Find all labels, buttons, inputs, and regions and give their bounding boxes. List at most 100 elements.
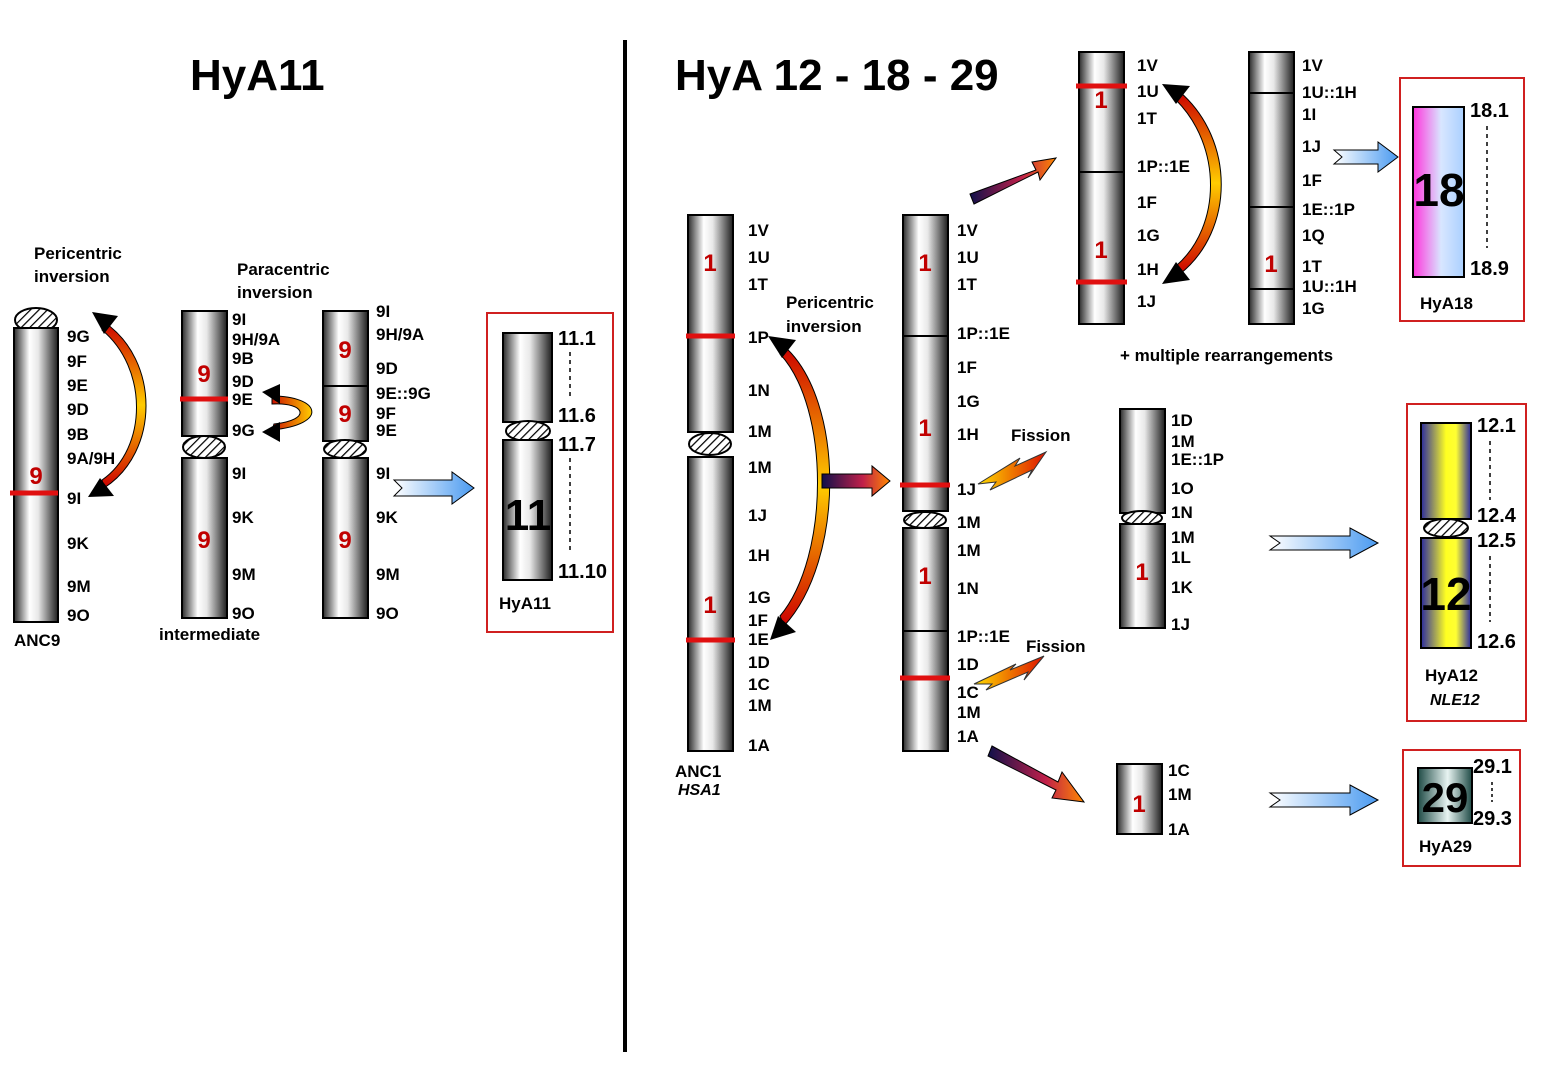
chromosome-number: 1	[1135, 559, 1148, 586]
band-label: 1C	[1168, 761, 1190, 780]
hya29-chromosome: 29	[1417, 767, 1473, 824]
band-label: 1M	[957, 513, 981, 532]
intermediate-chromosome: 9 9	[180, 310, 228, 619]
band-label: 1M	[957, 703, 981, 722]
hya12-chromosome: 12	[1420, 422, 1472, 649]
chromosome-number: 9	[197, 527, 210, 554]
anc9-chromosome: 9	[10, 307, 59, 623]
band-label: 1M	[1168, 785, 1192, 804]
pericentric-label-line1-right: Pericentric	[786, 293, 874, 312]
band-label: 1O	[1171, 479, 1194, 498]
fission-fragment-bottom-band-labels: 1C 1M 1A	[1168, 761, 1192, 839]
band-label: 1M	[957, 541, 981, 560]
hya18-name: HyA18	[1420, 294, 1473, 313]
band-label: 1N	[957, 579, 979, 598]
band-label: 1U	[957, 248, 979, 267]
band-label: 11.1	[558, 328, 596, 350]
band-label: 12.6	[1477, 631, 1516, 653]
band-label: 9O	[376, 604, 399, 623]
hya29-band-labels: 29.1 29.3	[1473, 756, 1512, 830]
band-label: 11.10	[558, 561, 607, 583]
band-label: 1M	[748, 422, 772, 441]
intermediate-name: intermediate	[159, 625, 260, 644]
band-label: 1G	[1137, 226, 1160, 245]
band-label: 1V	[1302, 56, 1323, 75]
band-label: 1G	[957, 392, 980, 411]
anc1-band-labels: 1V 1U 1T 1P 1N 1M 1M 1J 1H 1G 1F 1E 1D 1…	[748, 221, 772, 755]
rearranged-1-chromosome: 1 1 1	[900, 214, 950, 752]
band-label: 9D	[67, 400, 89, 419]
blue-arrow	[1268, 784, 1380, 816]
band-label: 1D	[957, 655, 979, 674]
fission-label-bottom: Fission	[1026, 637, 1086, 656]
band-label: 1E::1P	[1171, 450, 1224, 469]
band-label: 1G	[1302, 299, 1325, 318]
fission-fragment-mid-band-labels: 1D 1M 1E::1P 1O 1N 1M 1L 1K 1J	[1171, 411, 1224, 634]
anc9-band-labels: 9G 9F 9E 9D 9B 9A/9H 9I 9K 9M 9O	[67, 327, 115, 625]
dark-arrow-down	[987, 745, 1086, 803]
band-label: 1Q	[1302, 226, 1325, 245]
band-label: 1A	[957, 727, 979, 746]
band-label: 1F	[748, 611, 768, 630]
band-label: 9I	[376, 464, 390, 483]
band-label: 1F	[1302, 171, 1322, 190]
band-label: 18.9	[1470, 258, 1509, 280]
chromosome-big-number: 29	[1422, 774, 1469, 821]
band-label: 1V	[748, 221, 769, 240]
band-label: 1N	[748, 381, 770, 400]
band-label: 9D	[232, 372, 254, 391]
band-label: 1E::1P	[1302, 200, 1355, 219]
band-label: 1N	[1171, 503, 1193, 522]
chromosome-number: 9	[29, 463, 42, 490]
hya12-name: HyA12	[1425, 666, 1478, 685]
right-title: HyA 12 - 18 - 29	[675, 51, 999, 100]
band-label: 1H	[957, 425, 979, 444]
band-label: 1U::1H	[1302, 277, 1357, 296]
band-label: 12.4	[1477, 505, 1517, 527]
top-chromosome-a-band-labels: 1V 1U 1T 1P::1E 1F 1G 1H 1J	[1137, 56, 1190, 311]
band-label: 1C	[957, 683, 979, 702]
hya11-chromosome: 11	[502, 332, 553, 581]
band-label: 9M	[232, 565, 256, 584]
anc1-name: ANC1	[675, 762, 721, 781]
pericentric-label-line2: inversion	[34, 267, 110, 286]
hya12-band-labels: 12.1 12.4 12.5 12.6	[1477, 415, 1517, 653]
band-label: 1V	[1137, 56, 1158, 75]
intermediate-band-labels: 9I 9H/9A 9B 9D 9E 9G 9I 9K 9M 9O	[232, 310, 280, 623]
band-label: 1H	[1137, 260, 1159, 279]
band-label: 9G	[232, 421, 255, 440]
band-label: 9E::9G	[376, 384, 431, 403]
chromosome-number: 1	[1094, 237, 1107, 264]
band-label: 1C	[748, 675, 770, 694]
band-label: 12.5	[1477, 530, 1516, 552]
blue-arrow	[1268, 527, 1380, 559]
band-label: 9O	[232, 604, 255, 623]
chromosome-number: 1	[918, 250, 931, 277]
band-label: 9I	[232, 310, 246, 329]
band-label: 9H/9A	[232, 330, 280, 349]
anc1-chromosome: 1 1	[686, 214, 735, 752]
band-label: 11.6	[558, 405, 596, 427]
paracentric-label-line2: inversion	[237, 283, 313, 302]
band-label: 1A	[748, 736, 770, 755]
band-label: 1K	[1171, 578, 1193, 597]
top-chromosome-b: 1	[1248, 51, 1295, 325]
band-label: 9K	[232, 508, 254, 527]
band-label: 29.3	[1473, 808, 1512, 830]
chromosome-number: 9	[338, 527, 351, 554]
hya29-box	[1402, 749, 1521, 867]
band-label: 1E	[748, 630, 769, 649]
band-label: 9E	[376, 421, 397, 440]
band-label: 1J	[748, 506, 767, 525]
blue-arrow	[392, 471, 475, 505]
band-label: 1J	[957, 480, 976, 499]
band-label: 9M	[67, 577, 91, 596]
band-label: 1D	[748, 653, 770, 672]
hya29-name: HyA29	[1419, 837, 1472, 856]
band-label: 9K	[67, 534, 89, 553]
band-label: 1A	[1168, 820, 1190, 839]
band-label: 1M	[748, 696, 772, 715]
blue-arrow	[1332, 141, 1399, 173]
band-label: 9I	[67, 489, 81, 508]
